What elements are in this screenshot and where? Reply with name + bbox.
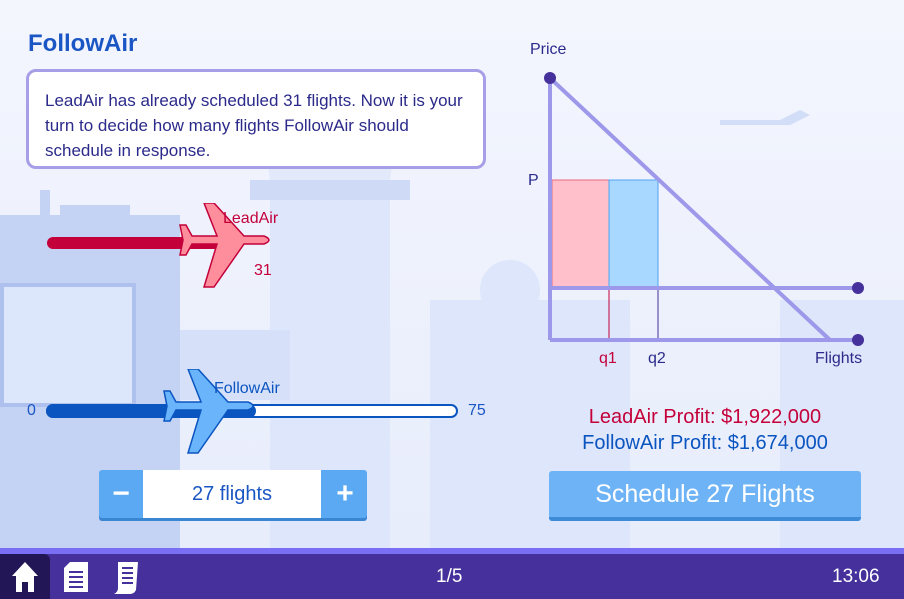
bottom-nav-bar: 1/5 13:06 (0, 548, 904, 599)
demand-line (548, 76, 832, 342)
scroll-icon[interactable] (112, 562, 142, 594)
y-axis-label: Price (530, 41, 567, 58)
followair-revenue-rect (608, 179, 659, 289)
followair-plane-slider-handle[interactable] (156, 369, 261, 454)
home-button[interactable] (0, 554, 50, 599)
followair-profit: FollowAir Profit: $1,674,000 (582, 432, 828, 454)
flights-stepper: − 27 flights + (99, 470, 367, 518)
cost-handle (852, 282, 864, 294)
schedule-flights-button[interactable]: Schedule 27 Flights (549, 471, 861, 521)
app-title: FollowAir (28, 30, 138, 57)
leadair-profit: LeadAir Profit: $1,922,000 (588, 406, 822, 428)
x-axis-handle (852, 334, 864, 346)
flights-value[interactable]: 27 flights (143, 470, 321, 518)
clock: 13:06 (832, 566, 880, 587)
leadair-flights: 31 (254, 262, 272, 279)
q1-label: q1 (599, 350, 617, 367)
home-icon (12, 562, 38, 592)
instruction-box: LeadAir has already scheduled 31 flights… (26, 69, 486, 169)
leadair-revenue-rect (551, 179, 610, 289)
y-axis-handle (544, 72, 556, 84)
document-icon[interactable] (64, 562, 88, 592)
price-label: P (528, 172, 539, 189)
decrement-button[interactable]: − (99, 470, 143, 518)
slider-max: 75 (468, 402, 486, 419)
page-indicator: 1/5 (436, 566, 463, 587)
leadair-plane-icon (179, 203, 270, 288)
increment-button[interactable]: + (323, 470, 367, 518)
x-axis-label: Flights (815, 350, 863, 367)
slider-min: 0 (27, 402, 36, 419)
followair-label: FollowAir (214, 380, 280, 397)
leadair-label: LeadAir (223, 210, 279, 227)
q2-label: q2 (648, 350, 666, 367)
price-diagram (544, 72, 864, 346)
